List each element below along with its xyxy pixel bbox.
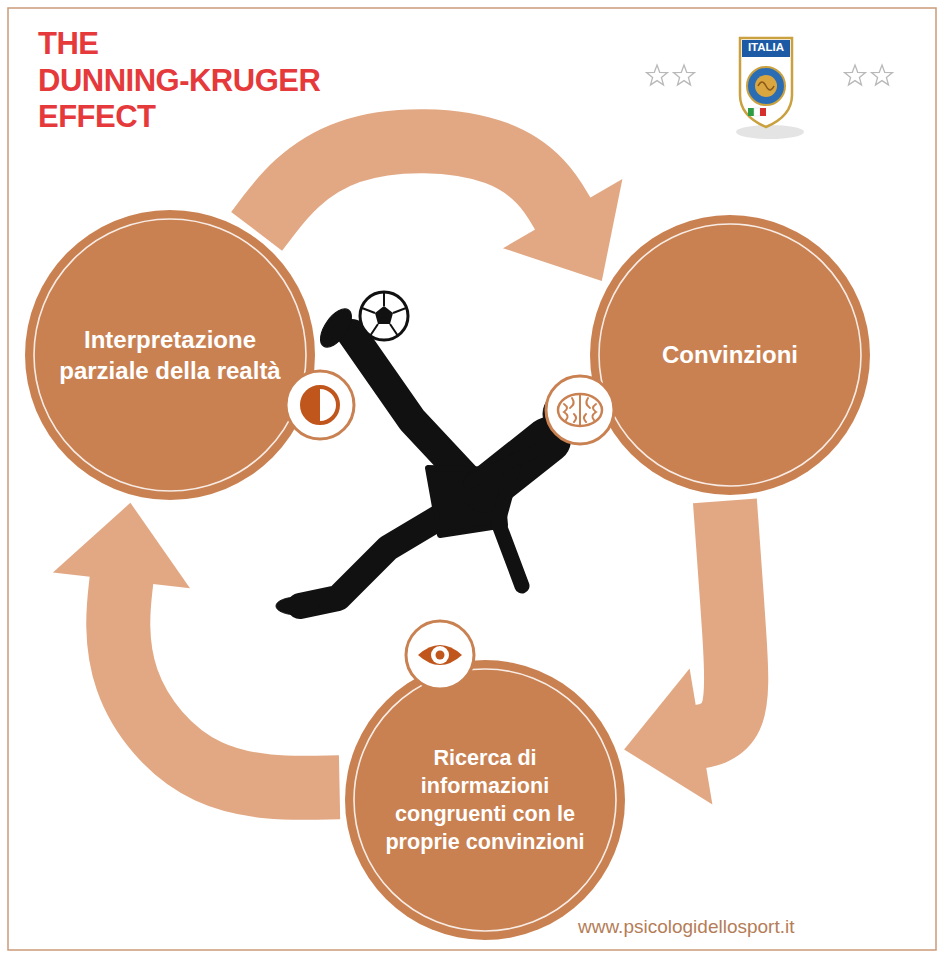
icon-brain [546,376,614,444]
decoration [755,75,777,97]
decoration [302,387,320,423]
arrow-head [53,503,190,588]
soccer-ball [360,292,408,340]
arrow-body [257,141,569,231]
frame [8,8,936,950]
player-silhouette [276,304,589,615]
logo-text: ITALIA [742,41,790,55]
decoration [354,669,616,931]
decoration [25,210,315,500]
decoration [375,306,393,324]
decoration [740,38,792,127]
decoration [352,334,470,482]
decoration [406,621,474,689]
decoration [314,304,357,353]
cycle-circle: Ricerca di informazioni congruenti con l… [345,660,625,940]
decoration [345,660,625,940]
node-text: Interpretazione parziale della realtà [54,324,286,386]
decoration [736,125,804,139]
decoration [360,292,408,340]
website-url: www.psicologidellosport.it [578,916,908,939]
federation-shield [736,38,804,139]
decoration [276,597,320,615]
decoration [362,292,406,336]
decoration [748,108,754,116]
decoration [470,448,543,482]
circle-text: Convinzioni [620,339,840,370]
decoration [546,376,614,444]
arrow-body [118,569,339,788]
arrow-head [624,669,712,805]
decoration [760,108,766,116]
node-text: Convinzioni [620,339,840,370]
decoration [758,82,774,90]
circle-shape [345,660,625,940]
decoration [498,460,522,586]
icon-eye [406,621,474,689]
cycle-arrow [53,503,340,788]
cycle-circle: Interpretazione parziale della realtà [25,210,315,500]
star [674,65,695,85]
decoration [742,40,790,57]
decoration [34,219,306,491]
decoration [431,646,449,664]
star [647,65,668,85]
decoration [418,645,462,665]
arrow-body [689,501,736,739]
star [872,65,893,85]
cycle-arrow [257,141,623,281]
cycle-circle: Convinzioni [590,215,870,495]
circle-text: Interpretazione parziale della realtà [54,324,286,386]
decoration: EFFECT [38,99,320,136]
decoration [302,387,338,423]
decoration [754,108,760,116]
decoration: DUNNING-KRUGER [38,63,320,100]
decoration [436,651,445,660]
title: THE DUNNING-KRUGER EFFECT [38,26,320,136]
decoration [590,215,870,495]
circle-shape [25,210,315,500]
decoration [599,224,861,486]
circle-text: Ricerca di informazioni congruenti con l… [379,744,591,856]
cycle-arrow [624,501,736,805]
decoration [747,67,785,105]
icon-half [286,371,354,439]
node-text: Ricerca di informazioni congruenti con l… [379,744,591,856]
decoration [300,508,455,606]
decoration [564,394,596,426]
decoration [286,371,354,439]
star [845,65,866,85]
decoration [558,394,602,426]
decoration: THE [38,26,320,63]
arrow-head [503,179,622,281]
